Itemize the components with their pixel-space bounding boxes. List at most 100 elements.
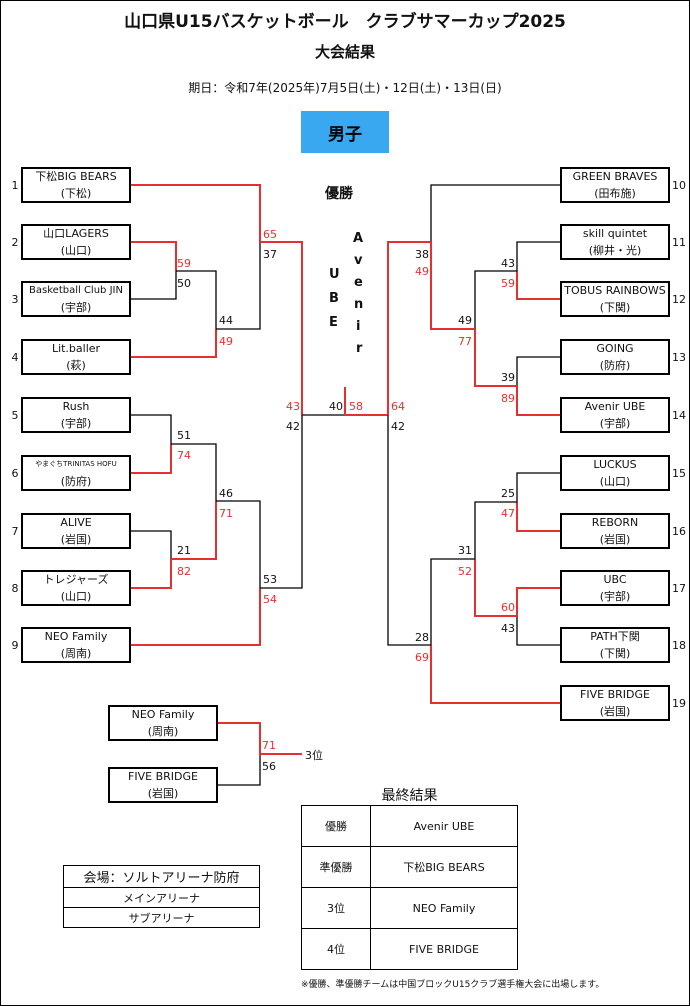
score-l-sf-2: 37: [263, 248, 277, 261]
line-l-sf: [131, 184, 261, 330]
champion-char: r: [356, 341, 363, 356]
champion-char: v: [354, 253, 363, 268]
champion-char: U: [329, 267, 340, 282]
team-name: Basketball Club JIN: [29, 285, 123, 296]
line-r-r1-c: [516, 472, 560, 532]
seed-12: 12: [672, 293, 686, 306]
team-name: UBC: [603, 573, 627, 586]
table-row: 会場：ソルトアリーナ防府: [63, 865, 260, 888]
score-l-qf-b-top: 46: [219, 487, 233, 500]
rank-cell: 優勝: [301, 805, 371, 847]
team-region: (田布施): [594, 187, 636, 200]
third-place-label: 3位: [305, 749, 323, 762]
seed-9: 9: [11, 639, 19, 652]
seed-18: 18: [672, 639, 686, 652]
rank-cell: 準優勝: [301, 846, 371, 888]
team-name: GREEN BRAVES: [572, 170, 658, 183]
event-dates: 期日：令和7年(2025年)7月5日(土)・12日(土)・13日(日): [188, 81, 502, 95]
champion-char: E: [329, 315, 338, 330]
table-row: 準優勝下松BIG BEARS: [301, 846, 518, 888]
score-l-qf-c-top: 53: [263, 573, 277, 586]
line-l-r1-a-win: [131, 241, 177, 271]
final-results-title: 最終結果: [381, 788, 438, 804]
line-r-sf2: [430, 558, 560, 704]
team-name: FIVE BRIDGE: [128, 770, 198, 783]
team-name: やまぐちTRINITAS HOFU: [35, 460, 117, 468]
team-region: (岩国): [147, 787, 179, 800]
team-name: トレジャーズ: [43, 573, 109, 586]
seed-10: 10: [672, 179, 686, 192]
score-l-r1-5: 51: [177, 429, 191, 442]
line-r-qf-c-win: [474, 559, 517, 617]
page-subtitle: 大会結果: [314, 43, 375, 61]
score-r-r1-17: 60: [501, 601, 515, 614]
venue-header: 会場：ソルトアリーナ防府: [63, 865, 260, 888]
rank-cell: 3位: [301, 887, 371, 929]
team-region: (岩国): [599, 705, 631, 718]
line-r-sf: [430, 184, 560, 330]
seed-3: 3: [11, 293, 19, 306]
line-r-r1-d-win: [516, 587, 560, 616]
line-r-r1-a: [516, 241, 560, 300]
team-name: NEO Family: [131, 708, 195, 721]
team-region: (山口): [599, 475, 631, 488]
score-r-r1-15: 25: [501, 487, 515, 500]
team-region: (防府): [60, 475, 92, 488]
team-box-2: 山口LAGERS(山口): [21, 224, 131, 260]
team-region: (岩国): [60, 533, 92, 546]
team-name: Avenir UBE: [584, 400, 646, 413]
seed-15: 15: [672, 467, 686, 480]
score-l-qf-a-top: 44: [219, 314, 233, 327]
line-r-qf-a-win: [474, 329, 517, 387]
team-name: NEO Family: [44, 630, 108, 643]
line-l-r1-b-win: [131, 444, 172, 474]
score-r-r1-18: 43: [501, 622, 515, 635]
venue-table: 会場：ソルトアリーナ防府 メインアリーナ サブアリーナ: [63, 865, 260, 928]
team-box-10: GREEN BRAVES (田布施): [560, 167, 670, 203]
team-name: ALIVE: [60, 516, 92, 529]
line-l-r1-c: [131, 530, 172, 589]
score-r-qf-a-bot: 59: [501, 277, 515, 290]
team-region: (山口): [60, 244, 92, 257]
line-l-qf-a: [131, 270, 217, 358]
venue-row: メインアリーナ: [63, 887, 260, 908]
line-r-r1-c-win: [516, 502, 560, 532]
line-r-sf-win: [430, 242, 475, 330]
seed-14: 14: [672, 409, 686, 422]
team-region: (下関): [599, 647, 631, 660]
team-box-11: skill quintet (柳井・光): [560, 224, 670, 260]
score-r-qf-c-top: 31: [458, 544, 472, 557]
team-name: TOBUS RAINBOWS: [564, 284, 666, 297]
team-box-12: TOBUS RAINBOWS(下関): [560, 281, 670, 317]
team-box-9: NEO Family (周南): [21, 627, 131, 663]
team-box-19: FIVE BRIDGE(岩国): [560, 685, 670, 721]
line-r-r1-a-win: [516, 271, 560, 300]
line-r-semi-win: [387, 241, 431, 415]
team-region: (柳井・光): [588, 244, 642, 257]
seed-7: 7: [11, 525, 19, 538]
team-box-14: Avenir UBE(宇部): [560, 397, 670, 433]
line-r-r1-b: [516, 356, 560, 416]
line-l-qf-c-win: [131, 588, 261, 646]
rank-cell: 4位: [301, 928, 371, 970]
line-l-semi: [260, 241, 303, 589]
team-cell: FIVE BRIDGE: [370, 928, 518, 970]
team-name: Lit.baller: [51, 342, 101, 355]
team-box-7: ALIVE (岩国): [21, 513, 131, 549]
line-l-semi-win: [260, 241, 303, 415]
team-region: (宇部): [60, 417, 92, 430]
team-box-3: Basketball Club JIN(宇部): [21, 281, 131, 317]
score-r-sf2-top: 28: [415, 631, 429, 644]
score-r-sf-bot: 49: [415, 265, 429, 278]
seed-6: 6: [11, 467, 19, 480]
team-box-13: GOING(防府): [560, 339, 670, 375]
team-name: LUCKUS: [593, 458, 637, 471]
team-region: (周南): [60, 647, 92, 660]
team-name: skill quintet: [582, 227, 648, 240]
footnote: ※優勝、準優勝チームは中国ブロックU15クラブ選手権大会に出場します。: [301, 980, 605, 990]
line-r-r1-d: [516, 587, 560, 646]
seed-19: 19: [672, 697, 686, 710]
line-r-sf2-win: [430, 645, 560, 704]
